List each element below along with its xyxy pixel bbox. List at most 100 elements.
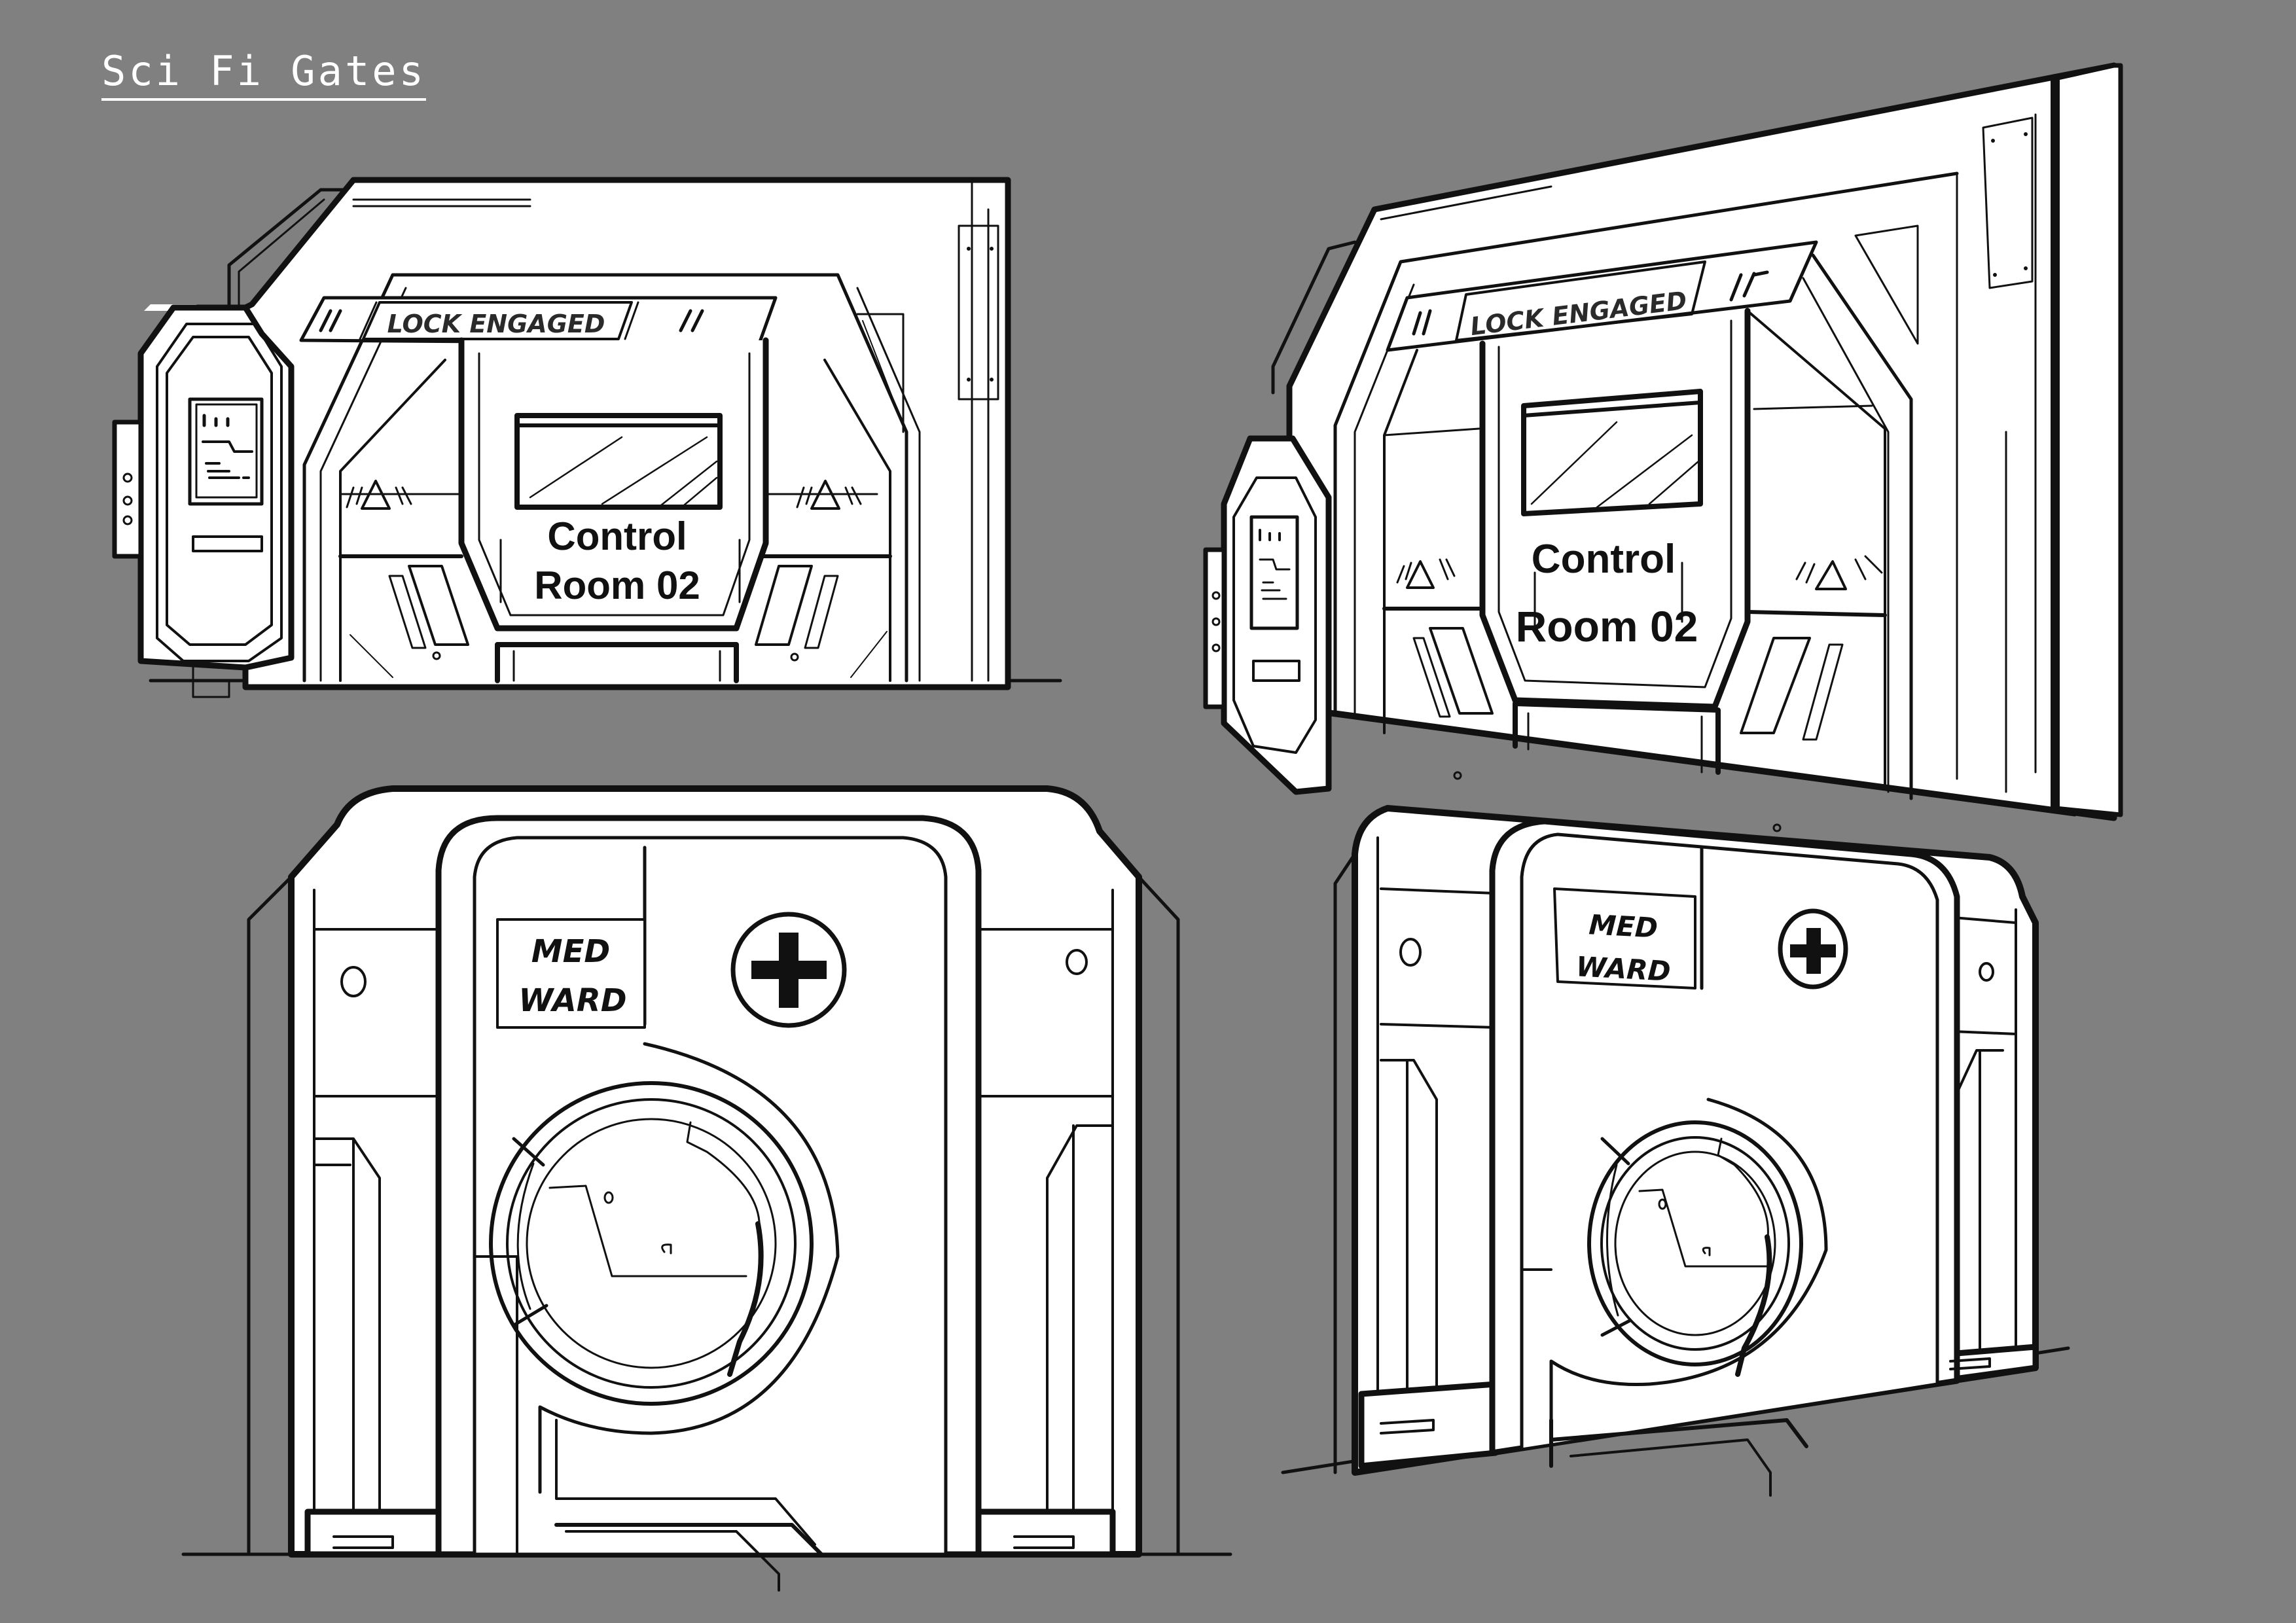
sign-divider bbox=[359, 301, 378, 340]
vent-slots bbox=[332, 1535, 394, 1549]
label-plate bbox=[496, 918, 646, 1029]
circular-hatch bbox=[489, 1042, 840, 1494]
lower-panel-lines bbox=[555, 1419, 816, 1592]
panel-seam bbox=[1753, 404, 1873, 410]
gate-control-room-perspective: LOCK ENGAGED Control Room 02 bbox=[1198, 52, 2219, 838]
outer-arch-inner bbox=[319, 287, 407, 682]
housing-seam bbox=[1380, 887, 1497, 895]
med-label: MED bbox=[531, 933, 610, 970]
side-bracket bbox=[112, 419, 143, 559]
bolt-plate bbox=[1982, 116, 2034, 289]
right-column bbox=[2005, 113, 2037, 793]
left-door-edge bbox=[339, 359, 446, 682]
rivet-icon bbox=[1453, 771, 1462, 780]
bracket-bolt-icon bbox=[122, 515, 133, 526]
side-pillar bbox=[313, 1137, 381, 1513]
slanted-vent bbox=[1802, 643, 1844, 741]
med-label: MED bbox=[1588, 908, 1659, 944]
door-window bbox=[1521, 389, 1703, 516]
center-door-inner bbox=[1498, 319, 1732, 688]
ward-label: WARD bbox=[1575, 950, 1672, 987]
bolt-icon bbox=[990, 378, 994, 382]
gate-control-room-front: LOCK ENGAGED Control Room 02 bbox=[105, 164, 1073, 700]
sign-plate bbox=[362, 301, 633, 340]
slanted-vent bbox=[388, 575, 427, 649]
conduit bbox=[227, 188, 349, 316]
vent-slots bbox=[1949, 1357, 1991, 1370]
circular-hatch bbox=[1549, 1097, 1828, 1422]
keypad-panel-icon bbox=[137, 304, 295, 671]
pipe-detail bbox=[192, 666, 230, 698]
corner-detail bbox=[862, 320, 904, 426]
rivet-icon bbox=[1399, 938, 1422, 967]
bracket-bolt-icon bbox=[122, 495, 133, 506]
gate-med-ward-front: MED WARD bbox=[181, 772, 1244, 1597]
bolt-icon bbox=[990, 247, 994, 251]
housing-side bbox=[1333, 852, 1357, 1474]
window-trim bbox=[1522, 401, 1702, 418]
vent-marks bbox=[679, 309, 704, 332]
vent-marks bbox=[1412, 309, 1432, 336]
gate-drawing: LOCK ENGAGED Control Room 02 bbox=[1203, 62, 2123, 832]
lower-panel-lines bbox=[1570, 1438, 1772, 1497]
outer-arch bbox=[1333, 171, 1959, 715]
conduit-inner bbox=[238, 198, 325, 319]
base-box bbox=[1358, 1381, 1499, 1469]
ward-label: WARD bbox=[518, 982, 626, 1019]
outer-arch-inner bbox=[1802, 277, 1890, 793]
door-label-line2: Room 02 bbox=[534, 563, 700, 607]
slanted-vent bbox=[755, 565, 813, 646]
bracket-bolt-icon bbox=[1211, 617, 1221, 626]
warning-triangle-icon bbox=[346, 480, 412, 510]
outer-arch-inner bbox=[856, 287, 921, 682]
side-pillar bbox=[1380, 1059, 1438, 1402]
rivet-icon bbox=[1979, 962, 1994, 982]
lower-door bbox=[1513, 701, 1721, 775]
bolt-icon bbox=[1993, 273, 1997, 277]
wall-edge bbox=[2053, 63, 2123, 817]
housing-seam bbox=[1380, 1023, 1497, 1029]
right-door-edge bbox=[823, 359, 891, 682]
side-bracket bbox=[1203, 547, 1227, 709]
door-label-line1: Control bbox=[1532, 537, 1676, 582]
housing-side bbox=[247, 875, 293, 1556]
warning-triangle-icon bbox=[796, 480, 862, 510]
panel-seam bbox=[1383, 427, 1480, 437]
housing-side bbox=[1137, 875, 1180, 1556]
top-trim bbox=[1380, 185, 1552, 221]
slanted-vent bbox=[1429, 627, 1494, 715]
gate-drawing: LOCK ENGAGED Control Room 02 bbox=[112, 177, 1062, 698]
bracket-bolt-icon bbox=[1211, 591, 1221, 600]
bolt-icon bbox=[2024, 266, 2028, 270]
bracket-bolt-icon bbox=[122, 473, 133, 483]
rivet-icon bbox=[1772, 823, 1782, 832]
gate-med-ward-perspective: MED WARD bbox=[1281, 792, 2081, 1603]
corner-detail bbox=[1854, 224, 1919, 345]
conduit bbox=[1271, 240, 1357, 395]
vent-slots bbox=[1013, 1535, 1075, 1549]
rivet-icon bbox=[1066, 949, 1088, 975]
bolt-icon bbox=[967, 378, 971, 382]
lower-door-inner bbox=[512, 650, 721, 682]
door-window bbox=[514, 413, 723, 510]
panel-line bbox=[850, 631, 888, 678]
medical-cross-icon bbox=[1778, 908, 1848, 990]
corner-detail bbox=[856, 313, 905, 433]
slanted-vent bbox=[1740, 637, 1811, 734]
lower-door-inner bbox=[1527, 712, 1703, 774]
center-door-inner bbox=[478, 352, 751, 616]
door-label-line1: Control bbox=[547, 514, 687, 558]
door-label-line2: Room 02 bbox=[1516, 602, 1698, 651]
sign-plate bbox=[1455, 260, 1706, 342]
lower-panel-lines bbox=[1549, 1418, 1808, 1468]
label-plate bbox=[1553, 887, 1696, 990]
vent-marks bbox=[319, 309, 342, 332]
lower-door bbox=[495, 642, 739, 683]
vent-marks bbox=[1729, 270, 1769, 302]
bolt-plate bbox=[958, 224, 999, 401]
panel-seam bbox=[1746, 610, 1887, 617]
keypad-panel-icon bbox=[1221, 435, 1332, 795]
rivet-icon bbox=[790, 652, 799, 662]
bolt-icon bbox=[967, 247, 971, 251]
bracket-bolt-icon bbox=[1211, 643, 1221, 652]
